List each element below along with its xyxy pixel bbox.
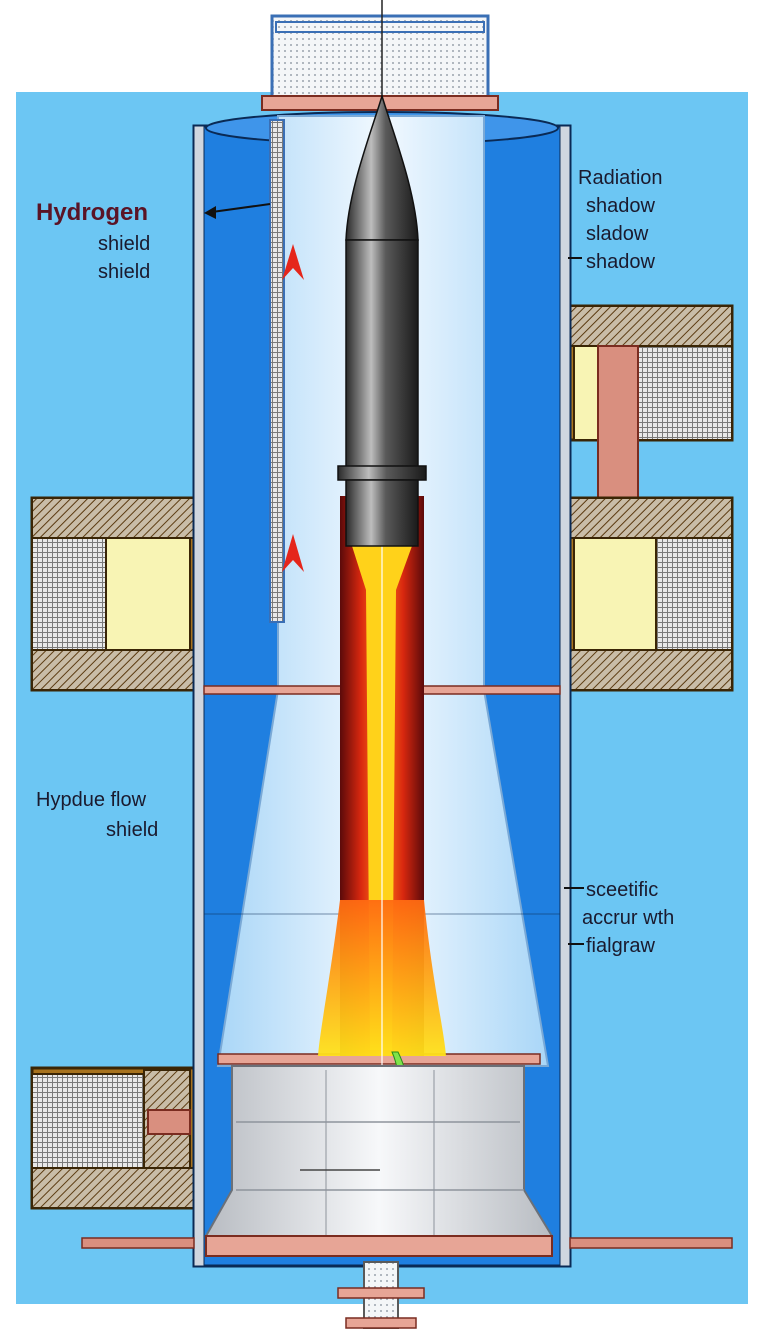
- hydrogen-shield-mesh: [269, 119, 285, 623]
- scientific-note-line2: accrur wth: [582, 907, 674, 929]
- radiation-shadow-line1: Radiation: [578, 167, 663, 189]
- hydrogen-shield-title: Hydrogen: [36, 199, 148, 226]
- central-rod: [337, 0, 427, 547]
- radiation-shadow-line4: shadow: [586, 251, 655, 273]
- leader-lines: [204, 203, 584, 945]
- left-lower-block: [30, 1066, 196, 1210]
- flame-column: [318, 496, 446, 1140]
- bottom-fitting: [337, 1261, 425, 1329]
- right-middle-block: [568, 496, 734, 692]
- base-cylinder: [204, 1065, 554, 1257]
- hydrogen-shield-line2: shield: [98, 233, 150, 255]
- flow-shield-line2: shield: [106, 819, 158, 841]
- left-middle-block: [30, 496, 196, 692]
- scientific-note-line3: fialgraw: [586, 935, 655, 957]
- right-upper-block: [568, 304, 734, 499]
- hydrogen-shield-line3: shield: [98, 261, 150, 283]
- flow-arrow-upper: [282, 244, 304, 280]
- scientific-note-line1: sceetific: [586, 879, 658, 901]
- left-bottom-rail: [81, 1237, 195, 1249]
- flow-arrow-lower: [282, 534, 304, 572]
- radiation-shadow-line3: sladow: [586, 223, 649, 245]
- right-bottom-rail: [569, 1237, 733, 1249]
- flow-shield-line1: Hypdue flow: [36, 789, 147, 811]
- radiation-shadow-line2: shadow: [586, 195, 655, 217]
- top-mesh-cap: [261, 14, 499, 111]
